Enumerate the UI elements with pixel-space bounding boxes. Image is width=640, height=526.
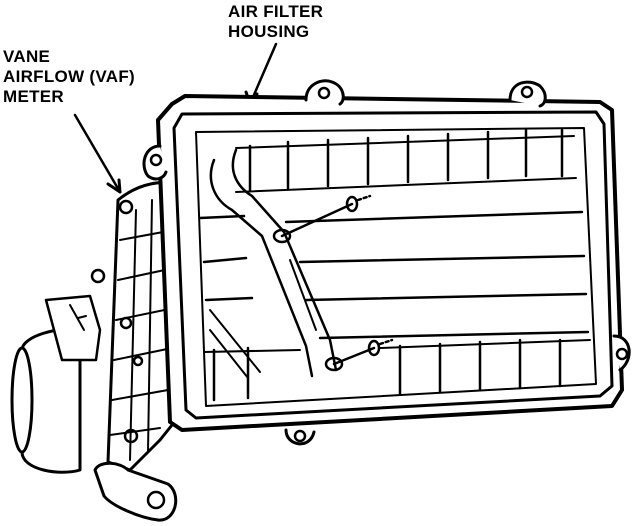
air-filter-housing-label-line2: HOUSING [228, 22, 310, 41]
mounting-bracket [93, 461, 178, 522]
housing-bottom-ribs [203, 338, 591, 402]
air-filter-housing-label-line1: AIR FILTER [228, 2, 324, 21]
vaf-meter-label-line1: VANE [3, 47, 51, 66]
vaf-meter-label: VANE AIRFLOW (VAF) METER [3, 47, 135, 107]
vaf-inlet-tube [10, 294, 102, 474]
air-filter-housing [142, 79, 631, 446]
housing-diagonal-channel [209, 148, 338, 379]
housing-mounting-ears [142, 79, 631, 446]
housing-long-ribs [198, 210, 590, 340]
housing-top-ribs [235, 128, 577, 193]
housing-clip-fasteners [272, 194, 394, 372]
air-filter-housing-label: AIR FILTER HOUSING [228, 2, 323, 42]
vaf-leader-arrow [73, 113, 122, 194]
vaf-meter-label-line2: AIRFLOW (VAF) [3, 67, 135, 86]
vaf-meter-label-line3: METER [3, 87, 64, 106]
